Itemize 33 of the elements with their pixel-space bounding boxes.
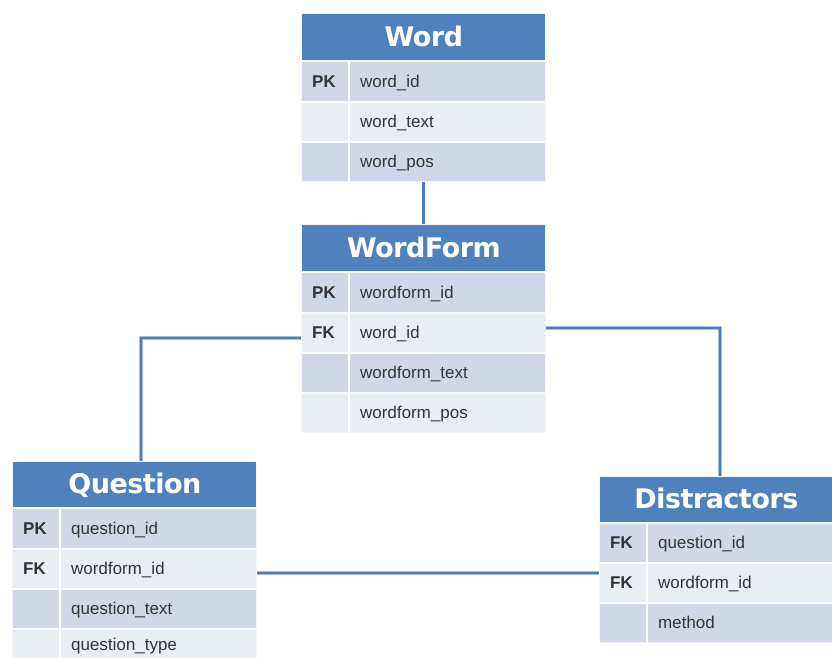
field-cell: question_text [61,590,256,628]
field-cell: word_id [350,314,545,352]
entity-table [600,477,832,642]
entity-table [302,14,545,181]
field-cell: word_id [350,62,545,101]
key-cell: PK [302,62,348,101]
field-cell: wordform_id [648,564,832,602]
field-cell: word_pos [350,143,545,181]
key-cell: PK [302,273,348,312]
table-header: Distractors [600,477,832,522]
entity-table [13,462,256,658]
field-cell: question_id [648,524,832,562]
key-cell: PK [13,509,59,548]
field-cell: wordform_pos [350,394,545,432]
key-cell: FK [600,564,646,602]
relationship-line [256,572,600,574]
field-cell: wordform_id [61,550,256,588]
key-cell: FK [13,550,59,588]
field-cell: word_text [350,103,545,141]
field-cell: question_type [61,630,256,658]
table-header: Question [13,462,256,507]
key-cell: FK [600,524,646,562]
field-cell: method [648,604,832,642]
table-header: WordForm [302,225,545,271]
relationship-line [140,336,302,462]
field-cell: wordform_text [350,354,545,392]
relationship-line [545,326,722,477]
table-header: Word [302,14,545,60]
key-cell: FK [302,314,348,352]
relationship-line [422,181,425,225]
entity-table [302,225,545,432]
field-cell: question_id [61,509,256,548]
field-cell: wordform_id [350,273,545,312]
